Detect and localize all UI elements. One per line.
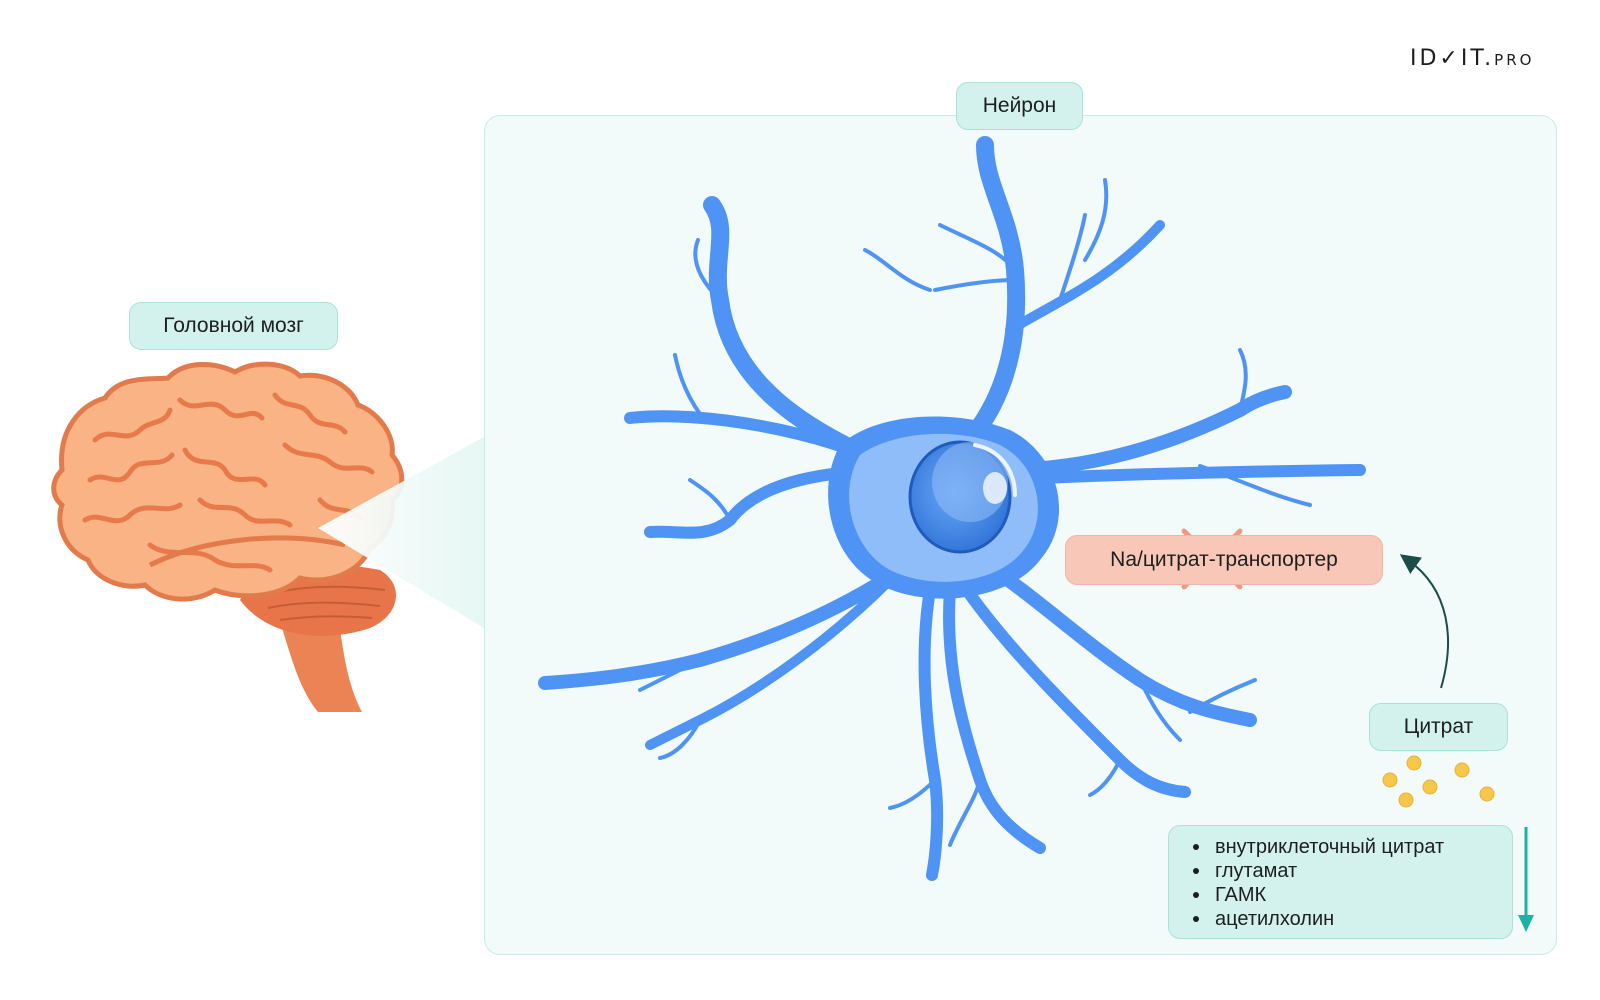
brand-logo: ID✓IT.PRO <box>1410 46 1534 71</box>
bullet-icon <box>1193 892 1199 898</box>
decreased-list: внутриклеточный цитрат глутамат ГАМК аце… <box>1168 825 1513 939</box>
neuron-label: Нейрон <box>956 82 1083 130</box>
brain-illustration <box>51 361 405 712</box>
bullet-icon <box>1193 844 1199 850</box>
list-item: ацетилхолин <box>1193 907 1512 931</box>
bullet-icon <box>1193 916 1199 922</box>
transporter-label: Na/цитрат-транспортер <box>1065 535 1383 585</box>
list-item-text: ГАМК <box>1215 884 1267 906</box>
logo-suffix: PRO <box>1494 51 1535 69</box>
bullet-icon <box>1193 868 1199 874</box>
arrow-down-icon <box>1518 827 1534 932</box>
list-item-text: ацетилхолин <box>1215 908 1335 930</box>
zoom-beam <box>318 437 484 628</box>
logo-main: ID✓IT. <box>1410 46 1495 71</box>
neuron-illustration <box>538 136 1366 881</box>
citrate-dots <box>1382 755 1495 808</box>
list-item-text: глутамат <box>1215 860 1298 882</box>
list-item: ГАМК <box>1193 883 1512 907</box>
list-item: внутриклеточный цитрат <box>1193 835 1512 859</box>
citrate-label: Цитрат <box>1369 703 1508 751</box>
curved-arrow-icon <box>1399 554 1450 689</box>
list-item-text: внутриклеточный цитрат <box>1215 836 1445 858</box>
list-item: глутамат <box>1193 859 1512 883</box>
brain-label: Головной мозг <box>129 302 338 350</box>
